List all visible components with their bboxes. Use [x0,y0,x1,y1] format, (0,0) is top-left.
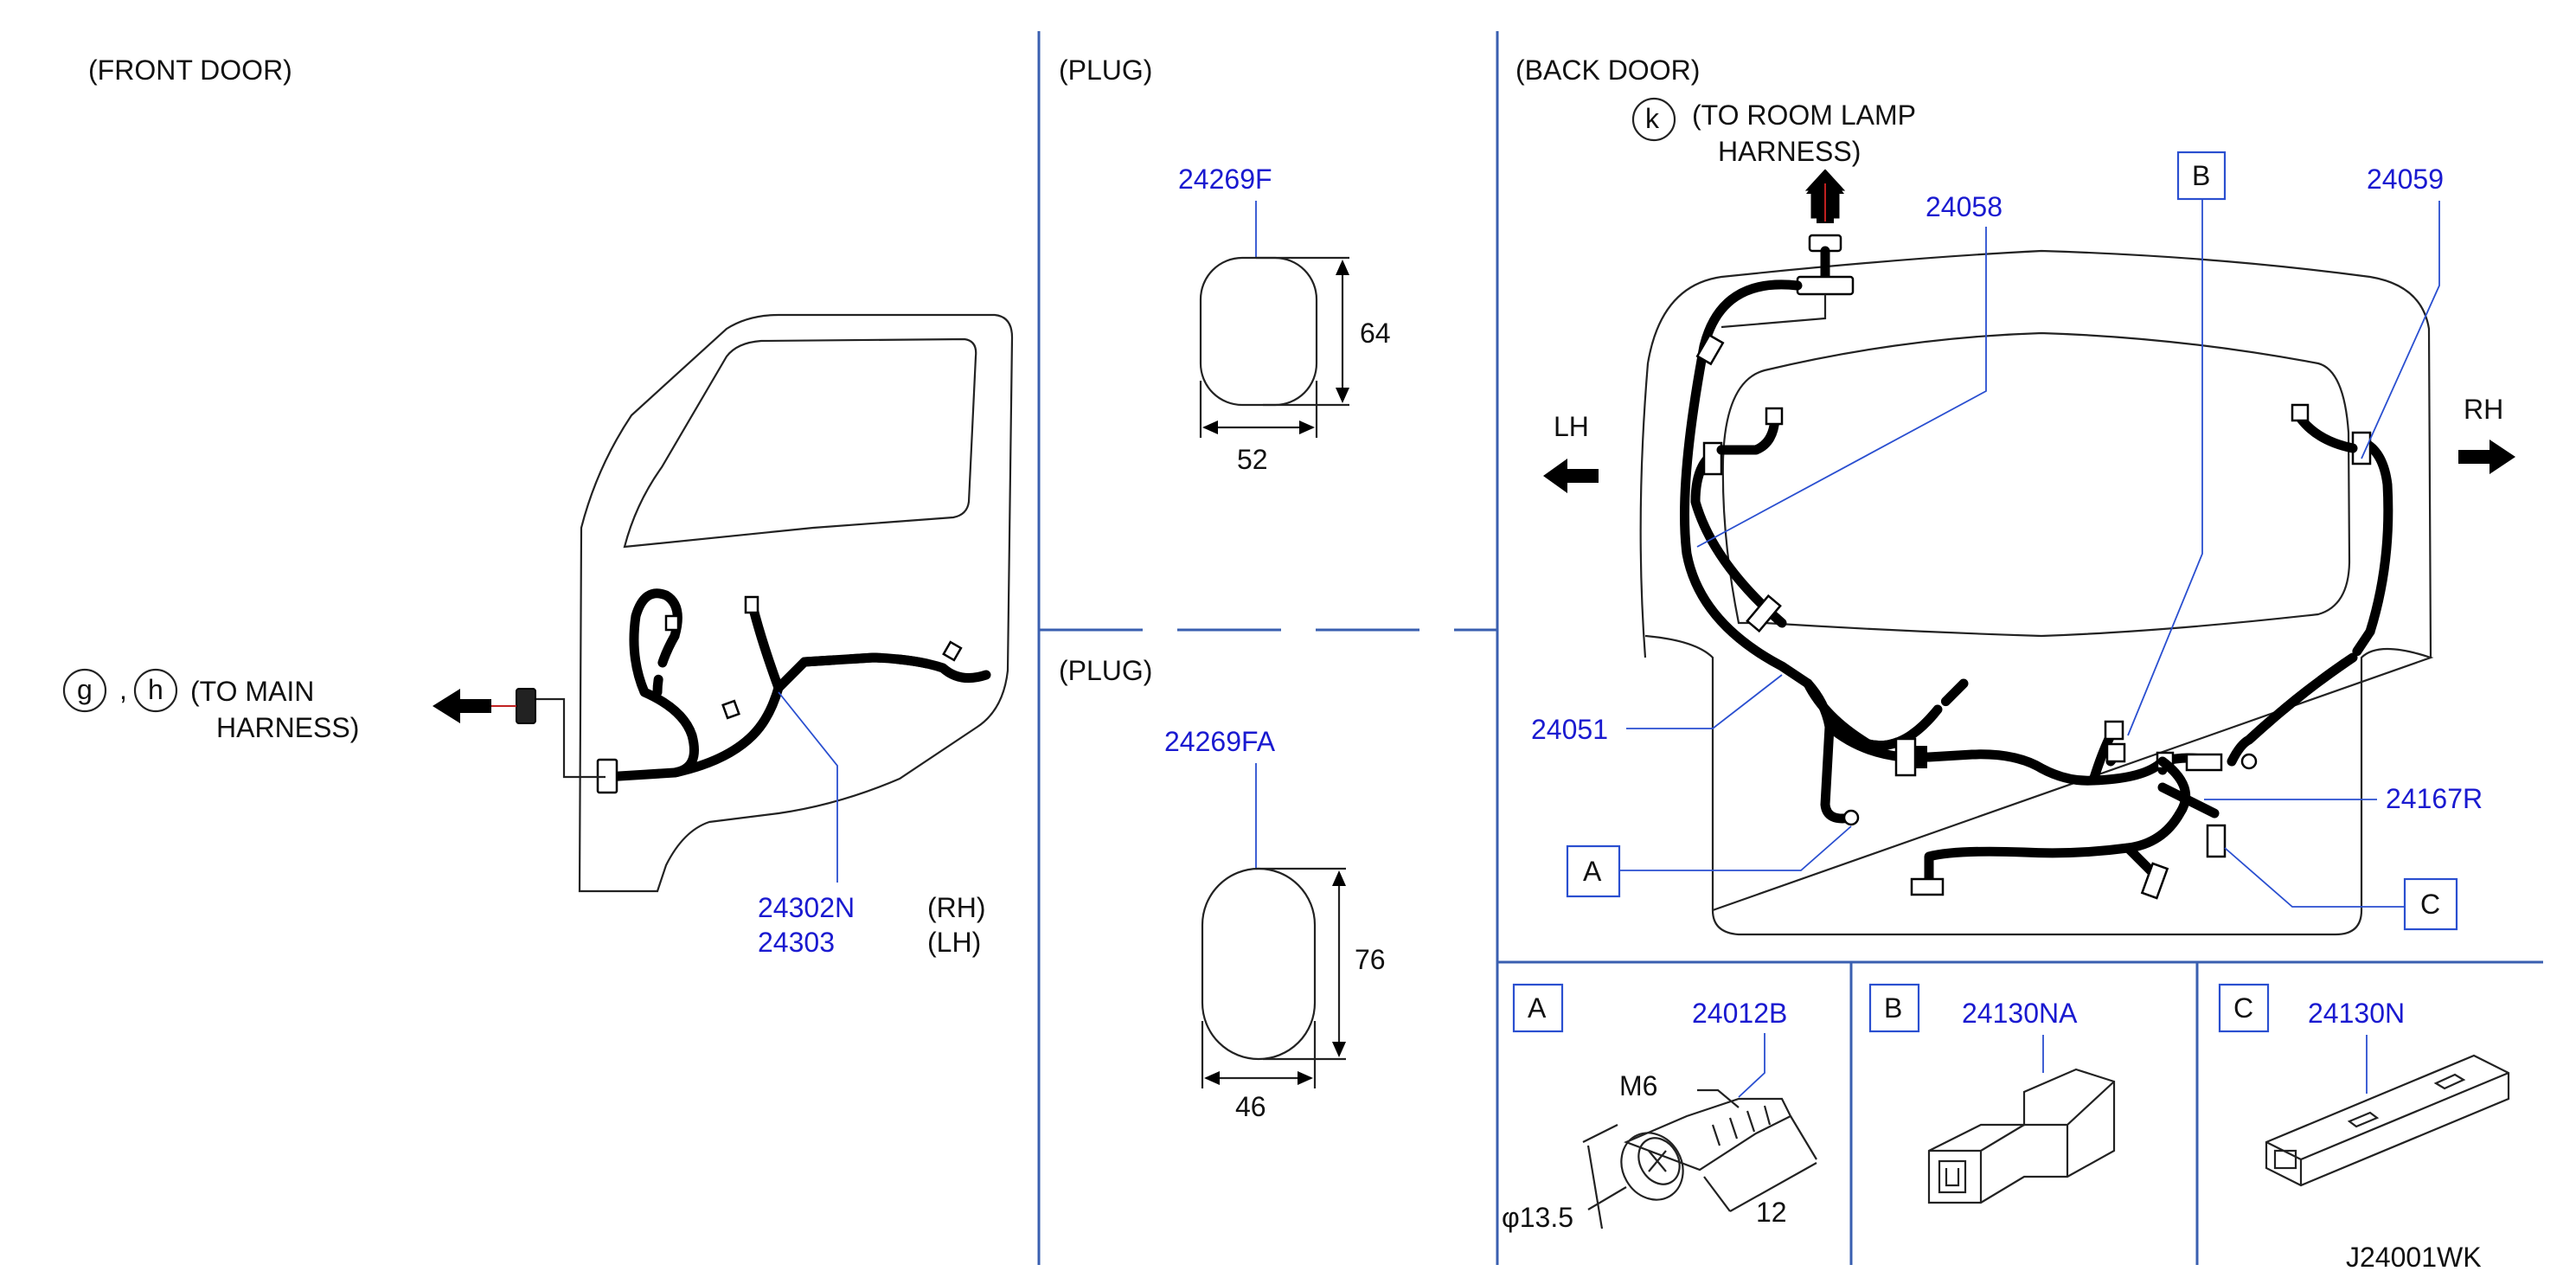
callout-h: h [148,674,163,705]
front-door-title: (FRONT DOOR) [88,55,292,86]
arrow-right-icon [2458,440,2515,474]
part-24012B: 24012B [1692,998,1787,1029]
plug-title-top: (PLUG) [1059,55,1152,86]
callout-c-label: C [2420,889,2440,920]
room-lamp-line2: HARNESS) [1718,136,1861,167]
callout-b-label: B [2192,160,2210,191]
detail-a-box [1512,983,1564,1033]
detail-c-box [2218,983,2270,1033]
drawing-code: J24001WK [2346,1242,2482,1273]
leader-box-b [2127,199,2203,736]
callout-box-c [2403,877,2458,931]
thread-m6: M6 [1619,1070,1657,1101]
plug-top-width: 52 [1237,444,1268,475]
leader-24051 [1626,674,1783,729]
part-24167R: 24167R [2386,783,2483,814]
arrow-left-icon [1543,459,1599,493]
length-12: 12 [1756,1197,1787,1228]
callout-k-circle [1631,97,1676,142]
back-door-rh: RH [2464,394,2503,425]
connector-b-drawing [1927,1068,2116,1204]
main-harness-line1: (TO MAIN [190,676,314,707]
part-24130N: 24130N [2308,998,2405,1029]
part-24059: 24059 [2367,164,2444,195]
back-door-title: (BACK DOOR) [1515,55,1700,86]
callout-comma: , [119,674,127,705]
callout-h-circle [133,668,178,713]
arrow-left-icon [433,689,491,723]
part-24269FA: 24269FA [1164,726,1276,757]
part-24302N: 24302N [758,892,855,923]
detail-b-label: B [1884,992,1902,1024]
leader-24059 [2361,201,2440,459]
callout-box-a [1566,844,1621,898]
plug-bottom-drawing: 24269FA 76 46 [1164,726,1386,1122]
back-door-lh: LH [1554,411,1589,442]
plug-bottom-height: 76 [1355,944,1386,975]
connector-c-drawing [2265,1054,2510,1187]
leader-box-a [1619,825,1852,871]
detail-b-box [1868,983,1920,1033]
callout-k: k [1645,103,1660,134]
leader-24012B [1738,1033,1765,1098]
leader-24058 [1696,227,1987,548]
detail-c-label: C [2233,992,2253,1024]
leader-24302N [778,691,838,883]
callout-box-b [2176,151,2227,201]
plug-bottom-width: 46 [1235,1091,1266,1122]
back-door-drawing [1639,169,2434,936]
plug-top-height: 64 [1360,318,1391,349]
detail-a-label: A [1528,992,1547,1024]
part-24269F: 24269F [1178,164,1272,195]
part-24130NA: 24130NA [1962,998,2078,1029]
lh-label: (LH) [927,927,981,958]
main-harness-line2: HARNESS) [216,712,359,743]
leader-box-c [2224,847,2405,908]
rh-label: (RH) [927,892,986,923]
callout-a-label: A [1583,856,1602,887]
callout-g: g [77,674,93,705]
callout-g-circle [62,668,107,713]
part-24058: 24058 [1926,191,2002,222]
bolt-drawing [1582,1088,1817,1229]
part-24303: 24303 [758,927,835,958]
panel-separators [1037,31,2543,1265]
room-lamp-line1: (TO ROOM LAMP [1692,100,1916,131]
front-door-drawing [433,313,1014,893]
plug-title-bottom: (PLUG) [1059,655,1152,686]
part-24051: 24051 [1531,714,1608,745]
plug-top-drawing: 24269F 64 52 [1178,164,1391,475]
diameter-13-5: φ13.5 [1502,1202,1573,1233]
